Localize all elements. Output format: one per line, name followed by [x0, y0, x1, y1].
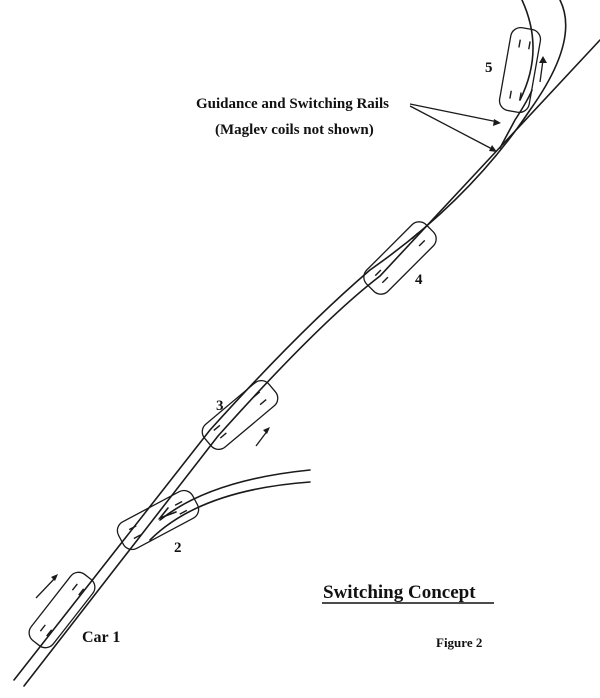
car-2 — [116, 489, 200, 551]
direction-arrow-car-5 — [539, 56, 547, 83]
direction-arrow-car-1 — [35, 574, 58, 599]
lower-switch-frog — [157, 507, 177, 520]
car-5 — [498, 26, 542, 114]
diagram-title: Switching Concept — [323, 582, 476, 603]
lower-branch-track — [149, 469, 311, 541]
label-car-1: Car 1 — [82, 629, 120, 646]
label-rails-line-2: (Maglev coils not shown) — [215, 122, 374, 138]
upper-switch — [499, 0, 534, 149]
label-car-2: 2 — [174, 540, 182, 556]
main-rail-right — [23, 39, 600, 687]
main-rail-left — [13, 0, 567, 681]
label-rails-line-1: Guidance and Switching Rails — [196, 96, 389, 112]
main-track — [13, 0, 600, 687]
car-1 — [28, 571, 96, 649]
lower-branch-rail-inner — [149, 481, 311, 541]
label-car-3: 3 — [216, 398, 224, 414]
figure-number: Figure 2 — [436, 635, 482, 650]
rails-leader-lines — [409, 103, 501, 152]
direction-arrow-car-3 — [255, 427, 270, 447]
label-car-5: 5 — [485, 60, 493, 76]
lower-branch-rail-outer — [159, 469, 311, 521]
car-3 — [201, 379, 279, 451]
car-4 — [363, 221, 437, 295]
label-car-4: 4 — [415, 272, 423, 288]
upper-branch-rail — [519, 0, 534, 101]
